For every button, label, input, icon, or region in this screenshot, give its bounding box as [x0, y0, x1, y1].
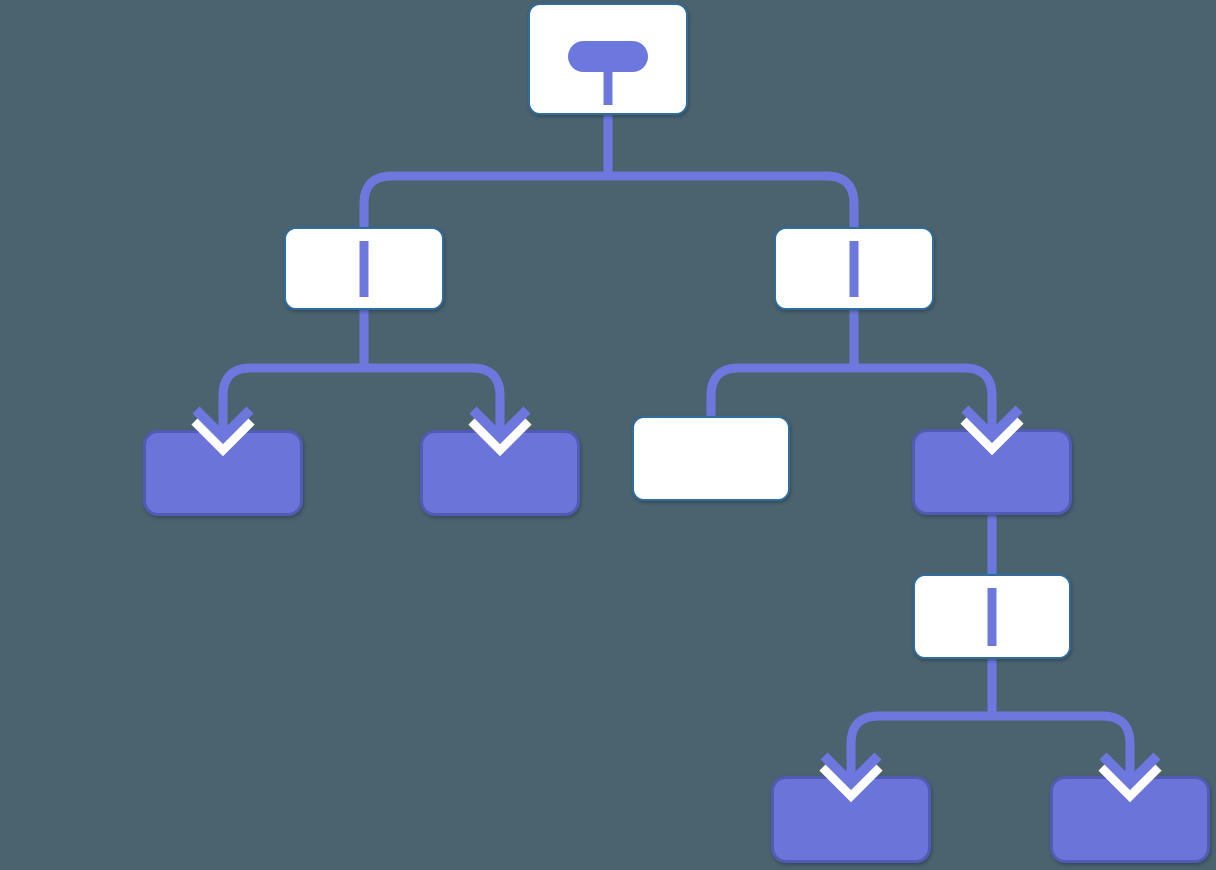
- flow-node-node-plain[interactable]: [632, 416, 790, 501]
- arrowhead-leaf-4-purple-chevron: [1099, 752, 1161, 791]
- pass-through-line-glyph: [359, 241, 369, 297]
- flow-node-branch-bottom[interactable]: [913, 574, 1071, 659]
- flow-node-branch-left[interactable]: [284, 227, 444, 310]
- arrowhead-leaf-1-white-chevron: [191, 415, 255, 457]
- arrowhead-leaf-1-purple-chevron: [192, 406, 254, 445]
- edge-left-split: [218, 363, 505, 434]
- edge-right-split: [706, 363, 997, 434]
- arrowhead-leaf-4-white-chevron: [1098, 761, 1162, 803]
- arrowhead-leaf-1: [191, 406, 255, 457]
- arrowhead-leaf-3: [819, 752, 883, 803]
- pill-stem-glyph: [603, 71, 613, 105]
- pill-glyph: [568, 41, 648, 72]
- edge-top-split: [359, 171, 859, 242]
- arrowhead-branch-mid-white-chevron: [960, 414, 1024, 456]
- edge-bottom-split: [846, 711, 1135, 780]
- arrowhead-leaf-2-purple-chevron: [469, 406, 531, 445]
- arrowhead-branch-mid: [960, 405, 1024, 456]
- arrowhead-leaf-4: [1098, 752, 1162, 803]
- arrowhead-leaf-3-white-chevron: [819, 761, 883, 803]
- arrowhead-leaf-2-white-chevron: [468, 415, 532, 457]
- flow-node-root[interactable]: [528, 3, 688, 115]
- arrowhead-leaf-2: [468, 406, 532, 457]
- pass-through-line-glyph: [849, 241, 859, 297]
- arrowhead-branch-mid-purple-chevron: [961, 405, 1023, 444]
- flow-node-branch-right[interactable]: [774, 227, 934, 310]
- arrowhead-leaf-3-purple-chevron: [820, 752, 882, 791]
- pass-through-line-glyph: [987, 588, 997, 646]
